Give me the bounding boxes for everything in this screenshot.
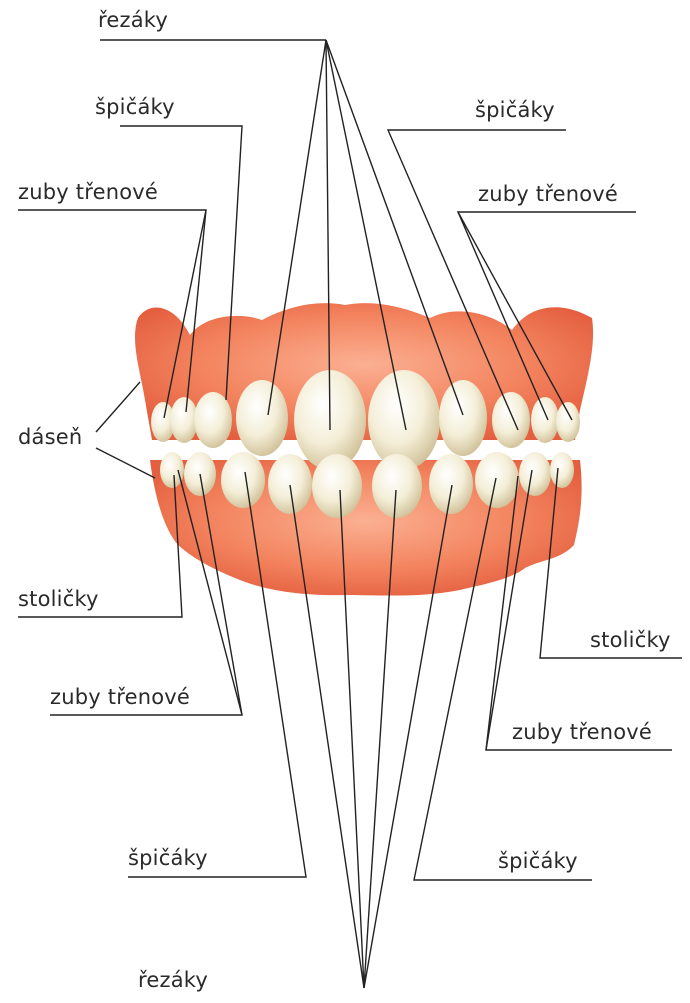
label-stolicky-left: stoličky bbox=[18, 587, 99, 611]
label-stolicky-right: stoličky bbox=[590, 628, 671, 652]
label-zuby-trenove-right-top: zuby třenové bbox=[478, 182, 618, 206]
label-rezaky-bottom: řezáky bbox=[138, 968, 208, 992]
label-spicaky-right-bottom: špičáky bbox=[498, 849, 578, 873]
gum bbox=[135, 303, 593, 595]
label-spicaky-left-bottom: špičáky bbox=[128, 846, 208, 870]
label-zuby-trenove-right-bottom: zuby třenové bbox=[512, 720, 652, 744]
label-spicaky-right-top: špičáky bbox=[475, 98, 555, 122]
label-dasen: dáseň bbox=[18, 425, 82, 449]
label-rezaky-top: řezáky bbox=[98, 8, 168, 32]
label-spicaky-left-top: špičáky bbox=[95, 95, 175, 119]
label-zuby-trenove-left-top: zuby třenové bbox=[18, 180, 158, 204]
label-zuby-trenove-left-bottom: zuby třenové bbox=[50, 685, 190, 709]
